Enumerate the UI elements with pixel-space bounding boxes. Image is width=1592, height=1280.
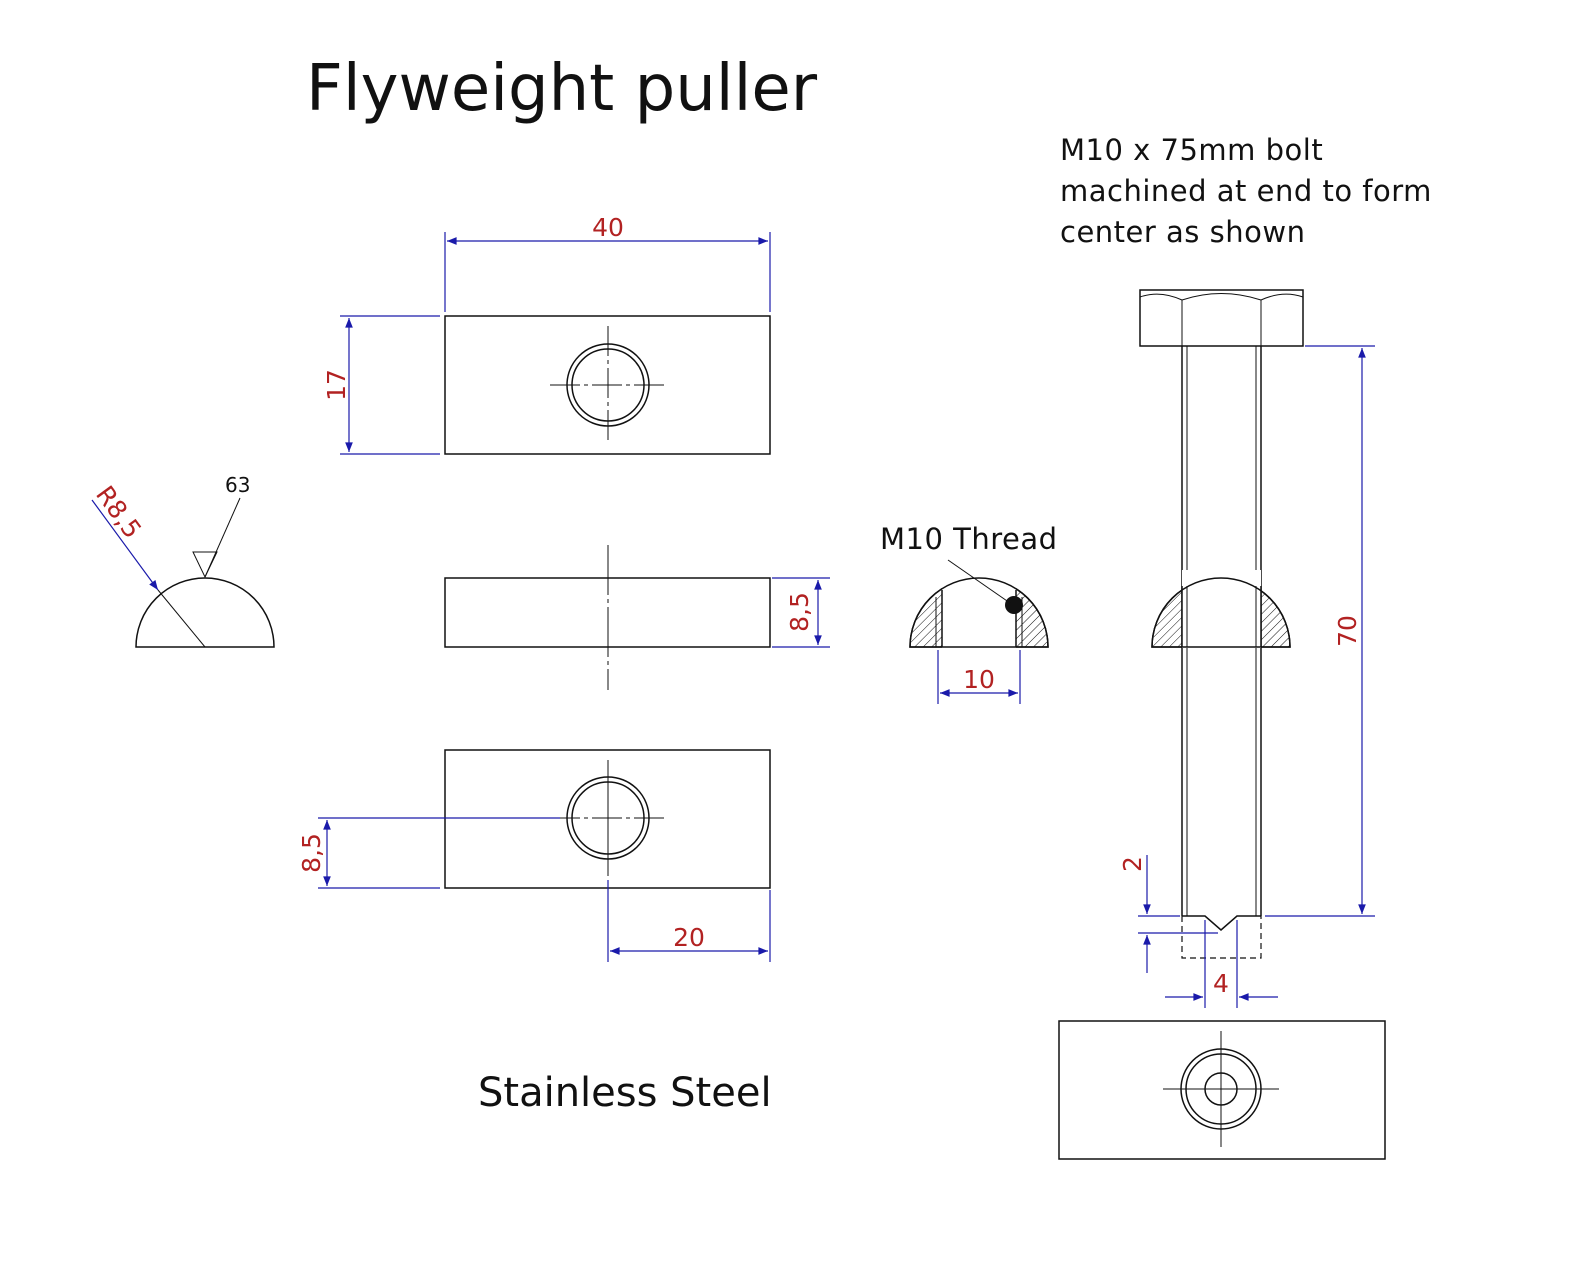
dimension-side-height: 8,5 — [772, 577, 830, 648]
bolt-note-line-3: center as shown — [1060, 215, 1305, 249]
side-view-block — [444, 545, 771, 690]
dim-text-2: 2 — [1118, 856, 1147, 872]
dimension-hole-vertical: 8,5 — [297, 817, 560, 889]
dim-text-17: 17 — [322, 369, 351, 401]
dimension-block-length: 40 — [444, 213, 771, 312]
bolt-note: M10 x 75mm bolt machined at end to form … — [1060, 133, 1432, 249]
dimension-bolt-length: 70 — [1265, 345, 1375, 917]
dimension-thread-width: 10 — [937, 650, 1021, 704]
section-view: M10 Thread — [880, 522, 1058, 648]
dim-text-40: 40 — [592, 213, 624, 242]
dimension-hole-horizontal: 20 — [607, 880, 771, 962]
dim-text-8-5-bottom: 8,5 — [297, 833, 326, 873]
material-label: Stainless Steel — [478, 1070, 772, 1116]
half-round-view: R8,5 63 — [90, 473, 275, 648]
dim-text-8-5-side: 8,5 — [785, 592, 814, 632]
dimension-block-height: 17 — [322, 315, 440, 455]
top-view-block — [444, 315, 771, 455]
drawing-title: Flyweight puller — [306, 52, 818, 126]
thread-callout: M10 Thread — [880, 522, 1058, 556]
surface-finish-value: 63 — [225, 473, 250, 497]
dim-text-10: 10 — [963, 665, 995, 694]
bolt-note-line-1: M10 x 75mm bolt — [1060, 133, 1323, 167]
bolt-end-view — [1058, 1020, 1386, 1160]
dimension-center-dia: 4 — [1165, 920, 1278, 1008]
dim-text-4: 4 — [1213, 969, 1229, 998]
thread-marker-dot — [1005, 596, 1023, 614]
bolt-view — [1139, 289, 1304, 959]
bottom-view-block — [444, 749, 771, 889]
dim-text-70: 70 — [1333, 615, 1362, 647]
bolt-note-line-2: machined at end to form — [1060, 174, 1432, 208]
dimension-center-depth: 2 — [1118, 855, 1218, 973]
dim-text-20: 20 — [673, 923, 705, 952]
radius-label: R8,5 — [90, 480, 147, 543]
